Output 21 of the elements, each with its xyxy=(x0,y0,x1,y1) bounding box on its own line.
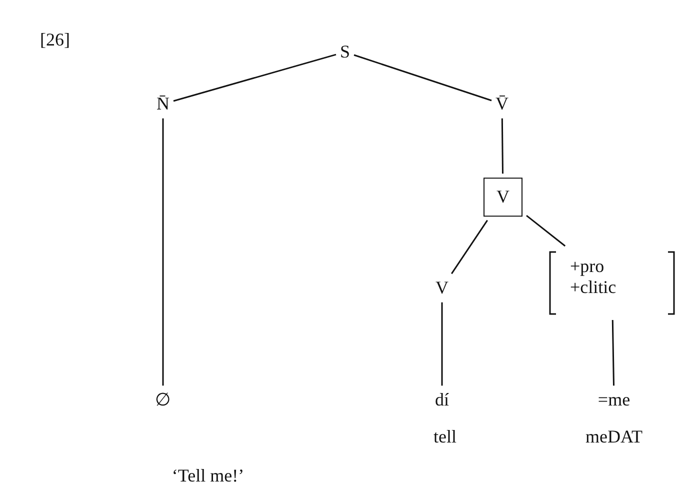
tree-label: V̄ xyxy=(496,94,508,114)
boxed-category-node: V xyxy=(484,178,522,216)
tree-branch xyxy=(612,320,614,386)
feature-value: +pro xyxy=(570,256,606,277)
gloss: tell xyxy=(434,426,456,448)
gloss: meDAT xyxy=(586,426,642,448)
example-number: [26] xyxy=(40,30,70,50)
tree-label: ∅ xyxy=(155,390,171,410)
tree-branch xyxy=(526,214,566,247)
tree-label: N̄ xyxy=(156,94,170,114)
tree-branch xyxy=(173,54,336,102)
tree-branch xyxy=(354,54,492,102)
tree-branch xyxy=(441,302,443,386)
feature-value: +clitic xyxy=(570,276,618,298)
tree-branch xyxy=(162,118,164,386)
tree-label: S xyxy=(340,42,350,62)
translation: ‘Tell me!’ xyxy=(172,466,244,486)
tree-label: dí xyxy=(435,390,449,410)
tree-label: =me xyxy=(598,390,630,410)
tree-branch xyxy=(501,118,504,174)
tree-label: V xyxy=(436,278,448,298)
